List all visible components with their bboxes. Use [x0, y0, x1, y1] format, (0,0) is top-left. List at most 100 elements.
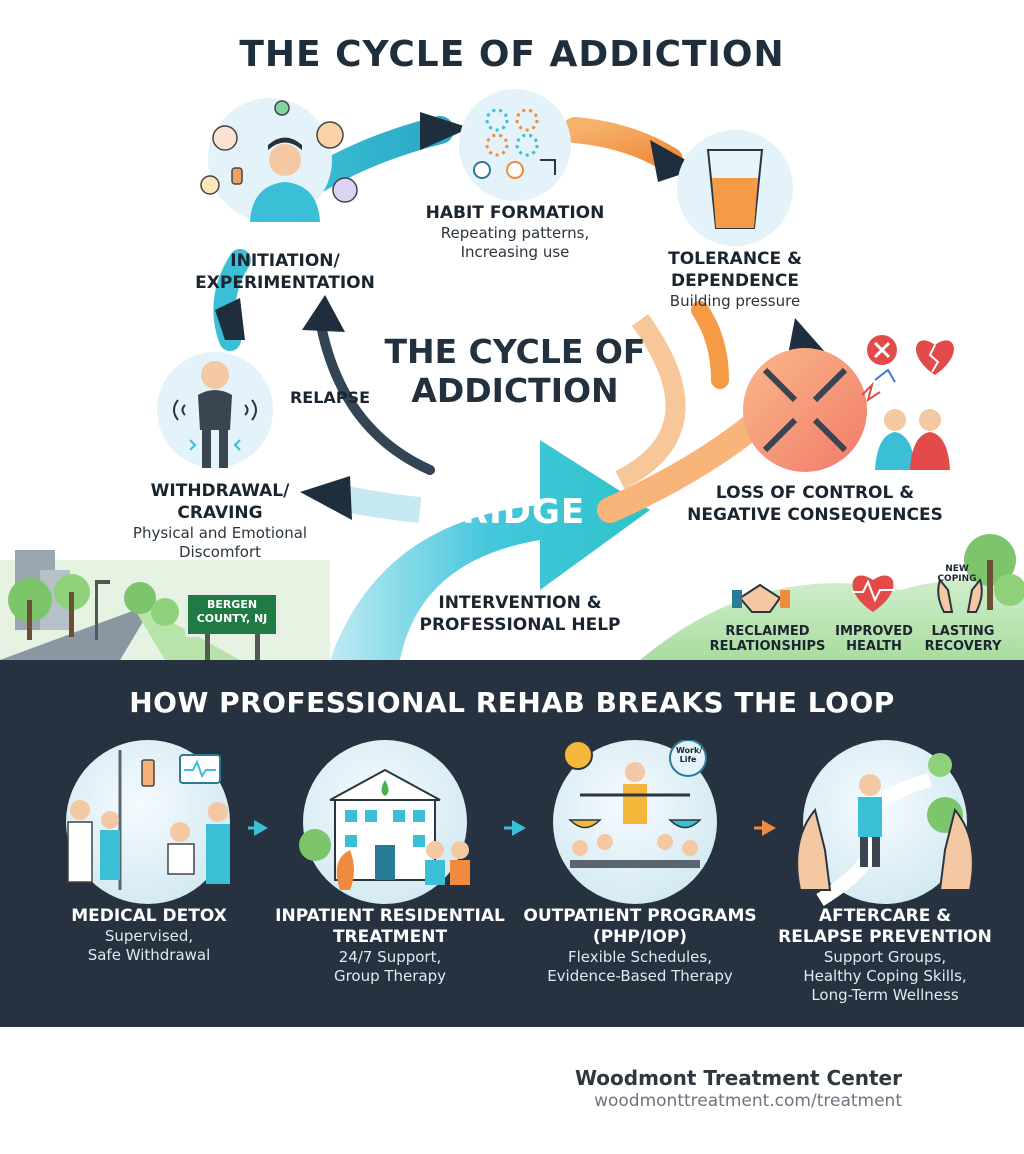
broken-heart-icon [916, 340, 954, 375]
bridge-label: BRIDGE [435, 492, 586, 532]
footer-org-name: Woodmont Treatment Center [574, 1066, 902, 1090]
benefit-health-line2: HEALTH [846, 639, 902, 654]
loss-circle [743, 348, 867, 472]
outpatient-balance-icon [553, 740, 717, 904]
arrow-to-initiation [215, 298, 245, 340]
benefit-recovery: LASTING RECOVERY [918, 624, 1008, 654]
arrow-to-withdrawal [300, 476, 352, 520]
intervention-line1: INTERVENTION & [438, 593, 602, 613]
clock-icon [473, 159, 556, 179]
center-title-line1: THE CYCLE OF [384, 332, 646, 371]
tolerance-line2: DEPENDENCE [670, 271, 800, 291]
initiation-label-line1: INITIATION/ [230, 251, 340, 271]
sign-line2: COUNTY, NJ [196, 612, 268, 625]
center-title: THE CYCLE OF ADDICTION [360, 332, 670, 410]
step-aftercare: AFTERCARE & RELAPSE PREVENTION Support G… [770, 906, 1000, 1005]
benefit-relationships-line1: RECLAIMED [725, 624, 810, 639]
arrow-to-loss [788, 318, 825, 355]
step-sub-line1: Supervised, [104, 927, 194, 945]
bridge-arrow [330, 440, 650, 660]
intervention-line2: PROFESSIONAL HELP [419, 615, 621, 635]
withdrawal-figure-icon [173, 361, 257, 468]
distressed-people-icon [861, 368, 950, 470]
step-medical-detox: MEDICAL DETOX Supervised, Safe Withdrawa… [40, 906, 258, 965]
step-sub-line1: Flexible Schedules, [567, 948, 712, 966]
rehab-title: HOW PROFESSIONAL REHAB BREAKS THE LOOP [129, 686, 895, 719]
habit-title: HABIT FORMATION [425, 203, 605, 223]
benefit-relationships-line2: RELATIONSHIPS [709, 639, 826, 654]
step-title: AFTERCARE & [818, 906, 952, 926]
handshake-icon [732, 583, 790, 613]
arrow-to-habit [420, 112, 470, 150]
left-landscape [0, 550, 330, 660]
heart-health-icon [852, 575, 895, 612]
step-title-line2: (PHP/IOP) [592, 927, 688, 947]
relapse-arrow [302, 295, 345, 332]
sign-line1: BERGEN [206, 598, 258, 611]
step-sub-line2: Healthy Coping Skills, [803, 967, 967, 985]
aftercare-path-icon [796, 740, 974, 906]
sign-post-right [255, 634, 260, 660]
withdrawal-line1: WITHDRAWAL/ [150, 481, 290, 501]
step-title: OUTPATIENT PROGRAMS [523, 906, 757, 926]
arc-tolerance-loss [691, 301, 729, 389]
bergen-county-sign: BERGEN COUNTY, NJ [185, 592, 279, 637]
withdrawal-sub2: Discomfort [178, 543, 262, 561]
glass-icon [706, 149, 764, 229]
benefit-health: IMPROVED HEALTH [828, 624, 920, 654]
sign-post-left [205, 634, 210, 660]
step-sub-line2: Safe Withdrawal [87, 946, 211, 964]
rehab-step-graphics [66, 740, 974, 906]
habit-label: HABIT FORMATION Repeating patterns, Incr… [400, 202, 630, 262]
new-coping-label: NEW COPING [936, 564, 978, 584]
intervention-label: INTERVENTION & PROFESSIONAL HELP [395, 592, 645, 636]
x-mark-icon [867, 335, 897, 365]
withdrawal-line2: CRAVING [177, 503, 263, 523]
step-inpatient: INPATIENT RESIDENTIAL TREATMENT 24/7 Sup… [270, 906, 510, 986]
step-sub-line1: Support Groups, [823, 948, 947, 966]
step-sub-line1: 24/7 Support, [338, 948, 442, 966]
inner-ring-orange [615, 314, 686, 489]
step-title-line2: TREATMENT [332, 927, 448, 947]
initiation-label-line2: EXPERIMENTATION [195, 273, 375, 293]
inpatient-building-icon [299, 740, 470, 904]
step-sub-line2: Evidence-Based Therapy [547, 967, 733, 985]
step-sub-line3: Long-Term Wellness [811, 986, 959, 1004]
initiation-person-icon [200, 100, 358, 222]
work-life-line1: Work/ [676, 746, 703, 755]
cycle-diagram-graphics [0, 89, 1024, 660]
loss-line2: NEGATIVE CONSEQUENCES [687, 505, 943, 525]
initiation-label: INITIATION/ EXPERIMENTATION [185, 250, 385, 294]
step-outpatient: OUTPATIENT PROGRAMS (PHP/IOP) Flexible S… [518, 906, 762, 986]
withdrawal-label: WITHDRAWAL/ CRAVING Physical and Emotion… [120, 480, 320, 562]
habit-pattern-icon [485, 108, 539, 157]
habit-sub2: Increasing use [460, 243, 570, 261]
benefit-health-line1: IMPROVED [835, 624, 913, 639]
right-hill [640, 580, 1024, 660]
work-life-line2: Life [679, 755, 697, 764]
tolerance-sub: Building pressure [669, 292, 801, 310]
broken-chains-icon [762, 367, 848, 453]
benefit-recovery-line1: LASTING [931, 624, 995, 639]
relapse-label: RELAPSE [289, 388, 370, 407]
medical-detox-icon [66, 740, 230, 904]
benefit-recovery-line2: RECOVERY [924, 639, 1002, 654]
step-title: MEDICAL DETOX [71, 906, 227, 926]
step-title-line2: RELAPSE PREVENTION [778, 927, 992, 947]
habit-sub1: Repeating patterns, [440, 224, 590, 242]
new-coping-line2: COPING [937, 574, 977, 584]
new-coping-line1: NEW [945, 564, 969, 574]
step-title: INPATIENT RESIDENTIAL [275, 906, 505, 926]
benefit-relationships: RECLAIMED RELATIONSHIPS [705, 624, 830, 654]
footer-url-link[interactable]: woodmonttreatment.com/treatment [594, 1091, 902, 1111]
withdrawal-sub1: Physical and Emotional [132, 524, 308, 542]
step-sub-line2: Group Therapy [333, 967, 447, 985]
tolerance-label: TOLERANCE & DEPENDENCE Building pressure [640, 248, 830, 311]
tolerance-line1: TOLERANCE & [668, 249, 802, 269]
habit-circle [459, 89, 571, 201]
loss-line1: LOSS OF CONTROL & [715, 483, 915, 503]
hands-icon [937, 577, 983, 613]
work-life-badge: Work/ Life [676, 746, 703, 764]
inner-ring-relapse [315, 315, 435, 475]
loss-label: LOSS OF CONTROL & NEGATIVE CONSEQUENCES [670, 482, 960, 526]
